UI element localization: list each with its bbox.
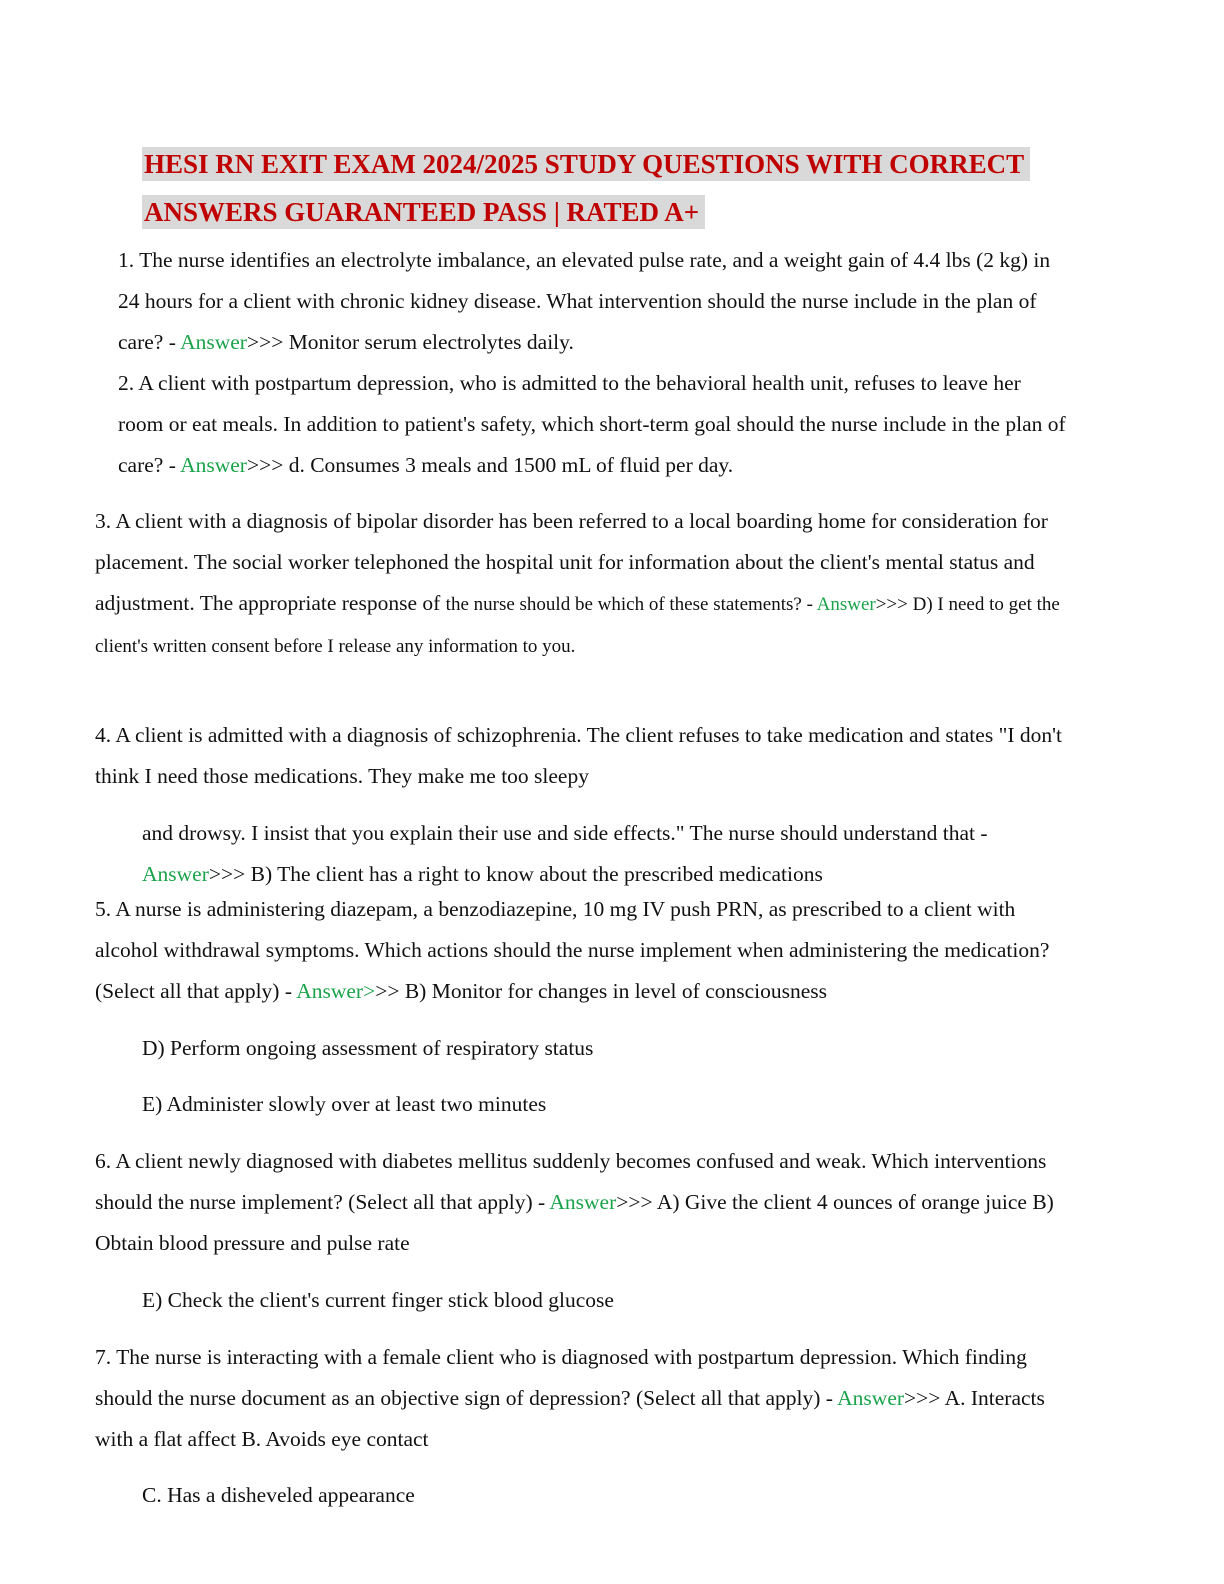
question-5-answer-d: D) Perform ongoing assessment of respira… [142, 1036, 594, 1060]
answer-label: Answer [816, 594, 876, 615]
question-1: 1. The nurse identifies an electrolyte i… [118, 248, 1051, 354]
answer-label: Answer [180, 330, 247, 354]
question-4: 4. A client is admitted with a diagnosis… [95, 723, 1062, 788]
answer-label: Answer> [296, 979, 376, 1003]
answer-label: Answer [549, 1190, 617, 1214]
question-7-answer-c: C. Has a disheveled appearance [142, 1483, 415, 1507]
question-6: 6. A client newly diagnosed with diabete… [95, 1149, 1054, 1255]
question-6-answer-e: E) Check the client's current finger sti… [142, 1288, 614, 1312]
question-7: 7. The nurse is interacting with a femal… [95, 1345, 1045, 1451]
question-5: 5. A nurse is administering diazepam, a … [95, 897, 1050, 1003]
question-3: 3. A client with a diagnosis of bipolar … [95, 509, 1060, 657]
answer-label: Answer [837, 1386, 905, 1410]
answer-label: Answer [180, 453, 247, 477]
question-5-answer-e: E) Administer slowly over at least two m… [142, 1092, 547, 1116]
answer-label: Answer [142, 862, 209, 886]
question-4-continued: and drowsy. I insist that you explain th… [142, 821, 988, 886]
question-2: 2. A client with postpartum depression, … [118, 371, 1066, 477]
title-line-2: ANSWERS GUARANTEED PASS | RATED A+ [142, 195, 706, 229]
title-line-1: HESI RN EXIT EXAM 2024/2025 STUDY QUESTI… [142, 147, 1031, 181]
document-title: HESI RN EXIT EXAM 2024/2025 STUDY QUESTI… [142, 140, 1062, 236]
